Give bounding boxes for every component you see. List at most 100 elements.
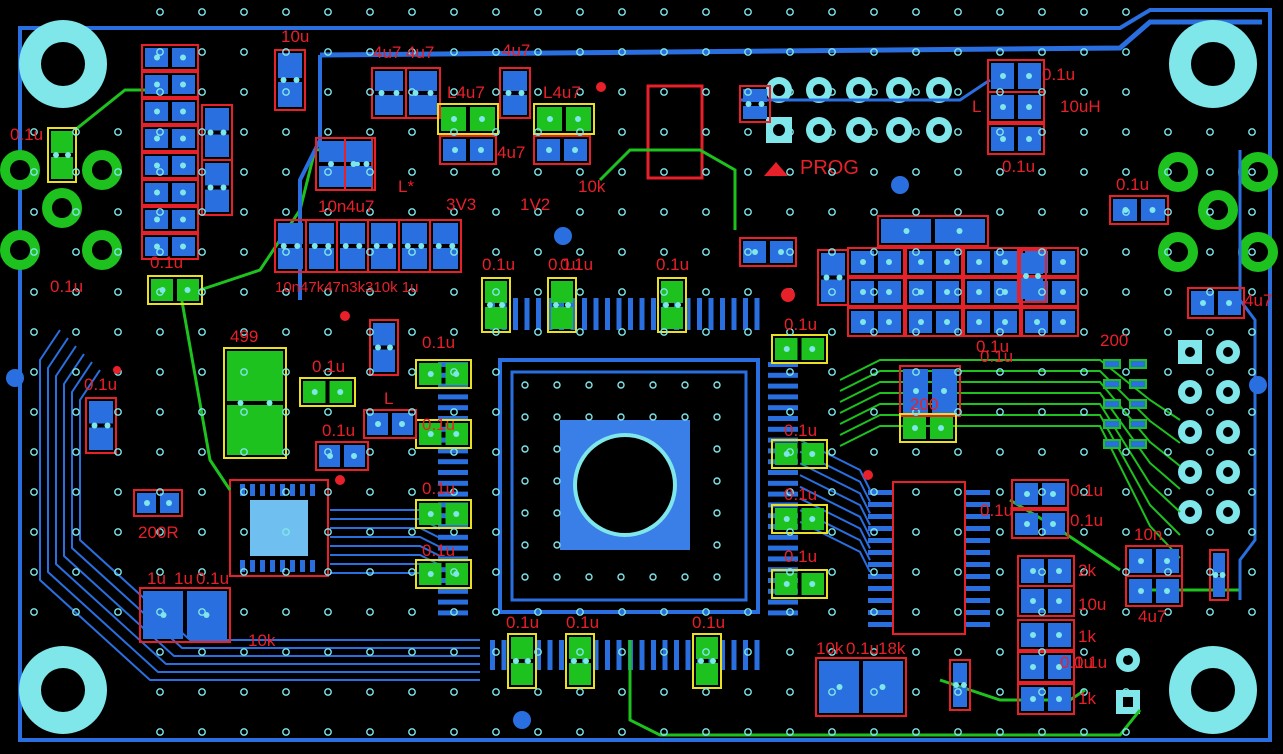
soic-pin bbox=[868, 610, 892, 615]
via bbox=[1122, 88, 1130, 96]
via bbox=[114, 168, 122, 176]
via bbox=[996, 448, 1004, 456]
qfp-pin bbox=[438, 383, 468, 389]
via bbox=[618, 248, 626, 256]
via bbox=[408, 488, 416, 496]
soic-pin bbox=[966, 490, 990, 495]
via bbox=[713, 381, 721, 389]
silkscreen-label-r-18k: 18k bbox=[878, 639, 906, 658]
silkscreen-label-c-0u1-g: 0.1u bbox=[322, 421, 355, 440]
silkscreen-label-c-4u7-c: 4u7 bbox=[502, 41, 530, 60]
via bbox=[282, 728, 290, 736]
via bbox=[912, 688, 920, 696]
qfp-pin bbox=[559, 640, 564, 670]
crystal-component bbox=[646, 84, 704, 180]
smd-component bbox=[1017, 651, 1075, 683]
via bbox=[912, 88, 920, 96]
via bbox=[240, 128, 248, 136]
main-qfp-ic bbox=[498, 358, 760, 614]
via bbox=[1248, 168, 1256, 176]
via bbox=[996, 208, 1004, 216]
via bbox=[408, 368, 416, 376]
via bbox=[30, 408, 38, 416]
via bbox=[240, 488, 248, 496]
via bbox=[30, 488, 38, 496]
capacitor-array-cell bbox=[141, 44, 199, 71]
via bbox=[72, 208, 80, 216]
via bbox=[1122, 528, 1130, 536]
via bbox=[1164, 288, 1172, 296]
via bbox=[492, 8, 500, 16]
via bbox=[450, 328, 458, 336]
silkscreen-label-c-0u1-h: 0.1u bbox=[422, 333, 455, 352]
via bbox=[912, 128, 920, 136]
qfp-pin bbox=[768, 599, 798, 605]
via bbox=[786, 408, 794, 416]
via bbox=[240, 48, 248, 56]
via bbox=[366, 288, 374, 296]
via bbox=[366, 368, 374, 376]
capacitor-array-cell bbox=[141, 206, 199, 233]
bus-trace bbox=[330, 554, 441, 566]
via bbox=[240, 328, 248, 336]
qfp-pin bbox=[438, 524, 468, 529]
via bbox=[996, 688, 1004, 696]
via bbox=[996, 128, 1004, 136]
silkscreen-label-c-10n-r: 10n bbox=[1134, 525, 1162, 544]
smd-component bbox=[899, 413, 957, 443]
via bbox=[1206, 568, 1214, 576]
smd-component bbox=[565, 633, 595, 689]
via bbox=[1080, 168, 1088, 176]
via bbox=[1038, 728, 1046, 736]
via bbox=[324, 288, 332, 296]
via bbox=[870, 728, 878, 736]
via bbox=[660, 88, 668, 96]
via bbox=[198, 88, 206, 96]
qfp-pin bbox=[768, 534, 798, 540]
via bbox=[1164, 488, 1172, 496]
via bbox=[1122, 688, 1130, 696]
via bbox=[618, 8, 626, 16]
via bbox=[1080, 8, 1088, 16]
via bbox=[954, 688, 962, 696]
signal-trace bbox=[839, 359, 1181, 421]
via bbox=[366, 88, 374, 96]
soic-pin bbox=[966, 574, 990, 579]
via bbox=[649, 573, 657, 581]
via bbox=[1038, 528, 1046, 536]
via bbox=[660, 168, 668, 176]
via bbox=[156, 288, 164, 296]
via bbox=[828, 568, 836, 576]
via bbox=[408, 8, 416, 16]
via bbox=[282, 608, 290, 616]
via bbox=[713, 413, 721, 421]
soic-pin bbox=[966, 622, 990, 627]
via bbox=[786, 328, 794, 336]
via bbox=[576, 128, 584, 136]
via bbox=[870, 688, 878, 696]
via bbox=[828, 728, 836, 736]
via bbox=[1206, 368, 1214, 376]
via bbox=[72, 408, 80, 416]
board-outline-trace bbox=[18, 8, 1272, 742]
silkscreen-label-c-0u1-f: 0.1u bbox=[312, 357, 345, 376]
via bbox=[1038, 48, 1046, 56]
silkscreen-label-c-0u1-b: 0.1u bbox=[482, 255, 515, 274]
silkscreen-label-l-4u7-a: L4u7 bbox=[447, 83, 485, 102]
qfp-pin bbox=[720, 640, 725, 670]
via bbox=[492, 88, 500, 96]
via bbox=[1080, 648, 1088, 656]
via bbox=[240, 208, 248, 216]
silkscreen-label-c-0u1-o: 0.1u bbox=[784, 421, 817, 440]
via bbox=[1248, 328, 1256, 336]
resistor-array-cell bbox=[1021, 307, 1079, 337]
via bbox=[702, 288, 710, 296]
via bbox=[1122, 248, 1130, 256]
smd-component bbox=[949, 659, 971, 711]
via bbox=[408, 88, 416, 96]
via bbox=[366, 408, 374, 416]
qfp-pin bbox=[438, 480, 468, 486]
via bbox=[30, 328, 38, 336]
smd-component bbox=[771, 439, 828, 469]
via bbox=[954, 448, 962, 456]
